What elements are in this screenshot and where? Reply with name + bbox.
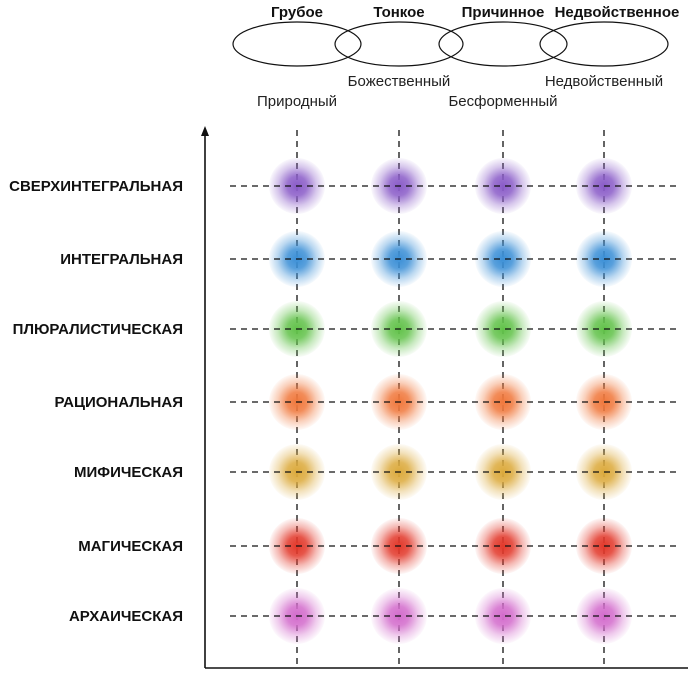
realm-label-divine: Божественный xyxy=(348,73,451,90)
lattice-dot xyxy=(475,444,531,500)
state-labels: Грубое Тонкое Причинное Недвойственное xyxy=(271,4,679,21)
y-axis-arrow xyxy=(201,126,209,136)
realm-label-nondual: Недвойственный xyxy=(545,73,663,90)
level-labels: СВЕРХИНТЕГРАЛЬНАЯ ИНТЕГРАЛЬНАЯ ПЛЮРАЛИСТИЧ… xyxy=(9,178,183,625)
level-label: АРХАИЧЕСКАЯ xyxy=(69,608,183,625)
state-label-subtle: Тонкое xyxy=(373,4,424,21)
level-label: СВЕРХИНТЕГРАЛЬНАЯ xyxy=(9,178,183,195)
realm-label-natural: Природный xyxy=(257,93,337,110)
level-guide-lines xyxy=(230,185,680,617)
lattice-dot xyxy=(475,518,531,574)
level-label: РАЦИОНАЛЬНАЯ xyxy=(54,394,183,411)
lattice-dot xyxy=(475,158,531,214)
state-ellipse-gross xyxy=(232,21,362,67)
lattice-dot xyxy=(475,301,531,357)
lattice-dot xyxy=(475,231,531,287)
level-label: МИФИЧЕСКАЯ xyxy=(74,464,183,481)
realm-label-formless: Бесформенный xyxy=(448,93,557,110)
state-ellipse-subtle xyxy=(334,21,464,67)
axes xyxy=(201,126,688,669)
lattice-dot xyxy=(475,588,531,644)
level-label: ПЛЮРАЛИСТИЧЕСКАЯ xyxy=(13,321,183,338)
state-guide-lines xyxy=(296,130,605,668)
lattice-dots xyxy=(269,158,632,644)
realm-labels: Божественный Недвойственный Природный Бе… xyxy=(257,73,663,110)
state-label-nondual: Недвойственное xyxy=(555,4,680,21)
level-label: МАГИЧЕСКАЯ xyxy=(78,538,183,555)
lattice-dot xyxy=(475,374,531,430)
state-ellipse-nondual xyxy=(539,21,669,67)
state-label-causal: Причинное xyxy=(462,4,545,21)
state-label-gross: Грубое xyxy=(271,4,323,21)
state-ellipse-causal xyxy=(438,21,568,67)
state-ellipses xyxy=(232,21,669,67)
level-label: ИНТЕГРАЛЬНАЯ xyxy=(60,251,183,268)
